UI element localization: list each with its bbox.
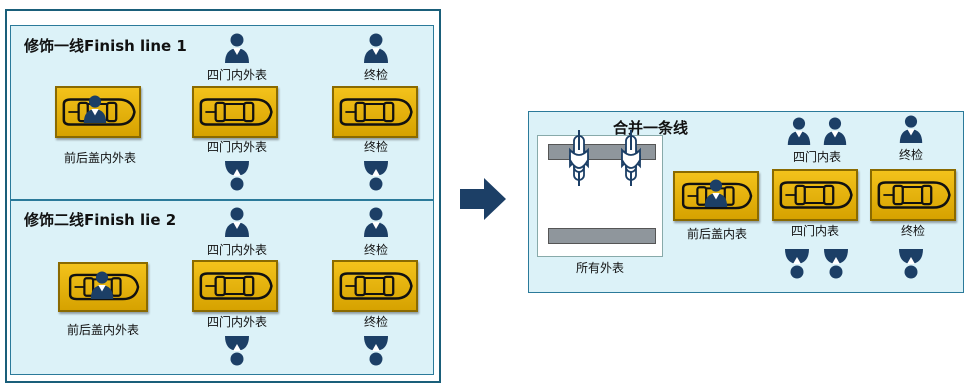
station-label: 前后盖内外表 <box>63 151 136 165</box>
worker-icon <box>225 336 249 366</box>
station-label: 四门内表 <box>790 224 839 238</box>
station-label: 终检 <box>363 243 388 257</box>
exterior-inspection-area <box>537 129 663 257</box>
station-label: 四门内外表 <box>206 243 267 257</box>
station-label: 四门内外表 <box>206 68 267 82</box>
lift-rail-bottom <box>548 228 656 244</box>
car-top-view-icon <box>192 260 278 312</box>
station-label: 终检 <box>363 68 388 82</box>
worker-icon <box>90 271 114 299</box>
car-lift-icon <box>569 129 589 173</box>
finish-line-1-title: 修饰一线Finish line 1 <box>24 37 187 55</box>
car-top-view-icon <box>192 86 278 138</box>
worker-icon <box>83 95 107 123</box>
worker-icon <box>225 161 249 191</box>
car-top-view-icon <box>332 86 418 138</box>
finish-line-2-title: 修饰二线Finish lie 2 <box>24 211 177 229</box>
worker-icon <box>785 249 809 279</box>
car-top-view-icon <box>772 169 858 221</box>
car-top-view-icon <box>870 169 956 221</box>
worker-icon <box>364 161 388 191</box>
station-label: 所有外表 <box>575 261 624 275</box>
worker-icon <box>787 117 811 145</box>
worker-icon <box>364 207 388 237</box>
station-label: 前后盖内表 <box>686 227 747 241</box>
station-label: 四门内外表 <box>206 315 267 329</box>
station-label: 前后盖内外表 <box>66 323 139 337</box>
worker-icon <box>899 115 923 143</box>
worker-icon <box>225 207 249 237</box>
car-top-view-icon <box>332 260 418 312</box>
station-label: 终检 <box>363 315 388 329</box>
station-label: 终检 <box>363 140 388 154</box>
worker-icon <box>364 33 388 63</box>
arrow-right-icon <box>460 178 506 220</box>
car-lift-icon <box>621 129 641 173</box>
station-label: 终检 <box>900 224 925 238</box>
station-label: 终检 <box>898 148 923 162</box>
worker-icon <box>225 33 249 63</box>
station-label: 四门内表 <box>792 150 841 164</box>
station-label: 四门内外表 <box>206 140 267 154</box>
worker-icon <box>704 179 728 207</box>
worker-icon <box>823 117 847 145</box>
worker-icon <box>824 249 848 279</box>
worker-icon <box>899 249 923 279</box>
worker-icon <box>364 336 388 366</box>
